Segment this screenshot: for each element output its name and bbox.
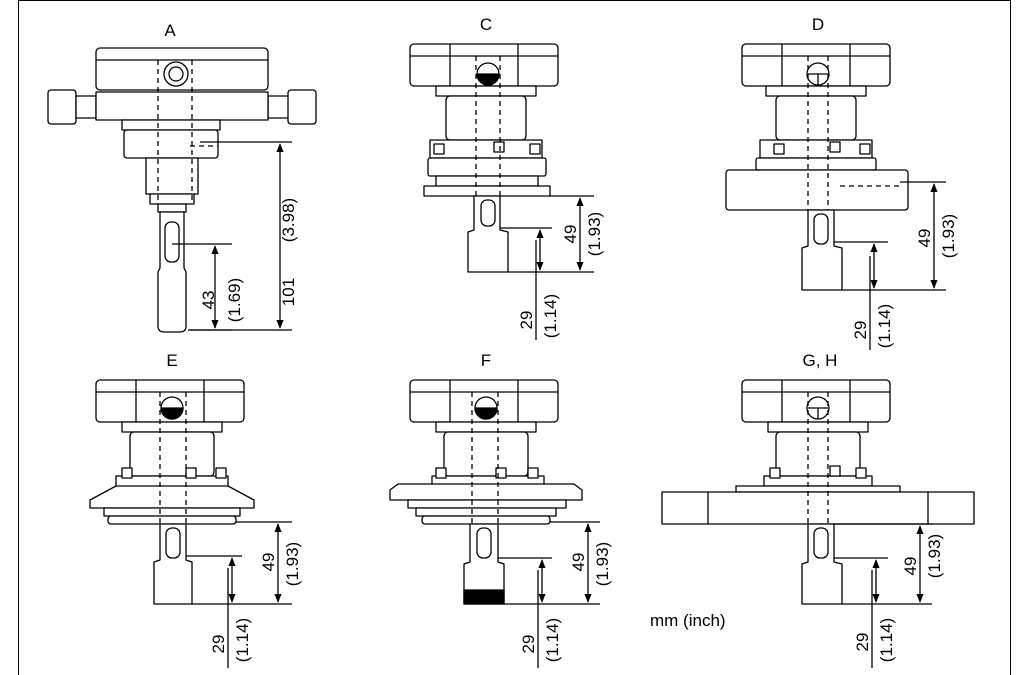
view-d-dim-49: 49 [915, 229, 934, 248]
view-f-dim-49: 49 [569, 553, 588, 572]
view-c-dim-29: 29 [517, 311, 536, 330]
view-gh-dim-29: 29 [853, 633, 872, 652]
drawing-frame [18, 0, 1011, 675]
view-gh-dimensions [834, 523, 932, 668]
view-f-dim-49-inch: (1.93) [593, 542, 612, 586]
view-d-device [725, 43, 909, 291]
view-e-label: E [166, 351, 177, 370]
view-gh-dim-29-inch: (1.14) [877, 618, 896, 662]
view-d-dimensions [834, 181, 946, 350]
view-e-dim-29: 29 [209, 635, 228, 654]
view-gh-label: G, H [803, 351, 838, 370]
view-c-dim-29-inch: (1.14) [541, 294, 560, 338]
view-gh-device [661, 379, 975, 605]
view-f-dim-29: 29 [519, 635, 538, 654]
view-a-dim-101-inch: (3.98) [279, 198, 298, 242]
view-e-dim-49-inch: (1.93) [283, 542, 302, 586]
units-note: mm (inch) [650, 611, 726, 630]
view-a-dim-43: 43 [199, 291, 218, 310]
view-f-label: F [481, 351, 491, 370]
view-a-label: A [164, 21, 176, 40]
view-e-dim-29-inch: (1.14) [233, 618, 252, 662]
view-e-dimensions [186, 521, 292, 668]
view-f-dim-29-inch: (1.14) [543, 618, 562, 662]
view-c-dim-49: 49 [561, 225, 580, 244]
view-d-dim-49-inch: (1.93) [939, 214, 958, 258]
view-c-label: C [480, 15, 492, 34]
view-gh-dim-49: 49 [901, 557, 920, 576]
view-d-dim-29: 29 [851, 321, 870, 340]
view-c-device [409, 43, 559, 273]
view-c-dim-49-inch: (1.93) [585, 212, 604, 256]
view-d-label: D [812, 15, 824, 34]
view-c-dimensions [500, 195, 594, 340]
view-e-device [89, 379, 255, 605]
view-a-dimensions [172, 141, 292, 331]
view-a-dim-101: 101 [279, 278, 298, 306]
view-gh-dim-49-inch: (1.93) [925, 534, 944, 578]
view-d-dim-29-inch: (1.14) [875, 304, 894, 348]
view-e-dim-49: 49 [259, 553, 278, 572]
view-a-device [47, 47, 317, 333]
view-a-dim-43-inch: (1.69) [225, 278, 244, 322]
view-f-device [389, 379, 583, 605]
view-f-dimensions [498, 521, 600, 668]
